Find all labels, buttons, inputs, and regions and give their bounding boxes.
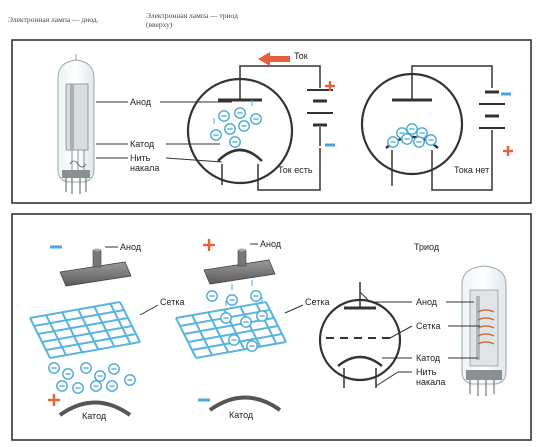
label-filament-2: накала bbox=[130, 163, 159, 173]
caption-triode-line2: (вверху) bbox=[146, 20, 173, 29]
label-filament-1: Нить bbox=[130, 153, 151, 163]
label-triode-cathode: Катод bbox=[416, 353, 441, 363]
plus-sign bbox=[325, 81, 335, 91]
label-anode-mid: Анод bbox=[260, 239, 282, 249]
caption-diode: Электронная лампа — диод. bbox=[8, 15, 99, 24]
label-anode-left: Анод bbox=[120, 242, 142, 252]
bottom-panel-frame bbox=[11, 213, 532, 441]
grid-negative-demo bbox=[29, 245, 159, 417]
label-triode-anode: Анод bbox=[416, 297, 438, 307]
plus-sign bbox=[503, 146, 513, 156]
label-cathode: Катод bbox=[130, 139, 155, 149]
label-current-yes: Ток есть bbox=[278, 165, 313, 175]
label-anode: Анод bbox=[130, 97, 152, 107]
current-arrow bbox=[258, 52, 290, 66]
label-grid-left: Сетка bbox=[160, 297, 184, 307]
label-triode-grid: Сетка bbox=[416, 321, 440, 331]
diode-photo bbox=[57, 54, 95, 194]
triode-symbol bbox=[318, 282, 413, 388]
top-panel-frame bbox=[11, 39, 532, 204]
grid-positive-demo bbox=[175, 239, 304, 412]
diode-conducting bbox=[186, 52, 333, 191]
label-triode-filament-1: Нить bbox=[416, 367, 437, 377]
label-triode-filament-2: накала bbox=[416, 377, 445, 387]
label-triode-title: Триод bbox=[414, 242, 440, 252]
label-current: Ток bbox=[294, 51, 308, 61]
label-cathode-mid: Катод bbox=[229, 410, 254, 420]
triode-photo bbox=[446, 265, 507, 396]
label-grid-mid: Сетка bbox=[305, 297, 329, 307]
label-cathode-left: Катод bbox=[82, 411, 107, 421]
caption-triode-line1: Электронная лампа — триод bbox=[146, 11, 238, 20]
diode-nonconducting bbox=[360, 65, 505, 191]
caption-triode: Электронная лампа — триод (вверху) bbox=[146, 11, 238, 29]
label-current-no: Тока нет bbox=[454, 165, 489, 175]
